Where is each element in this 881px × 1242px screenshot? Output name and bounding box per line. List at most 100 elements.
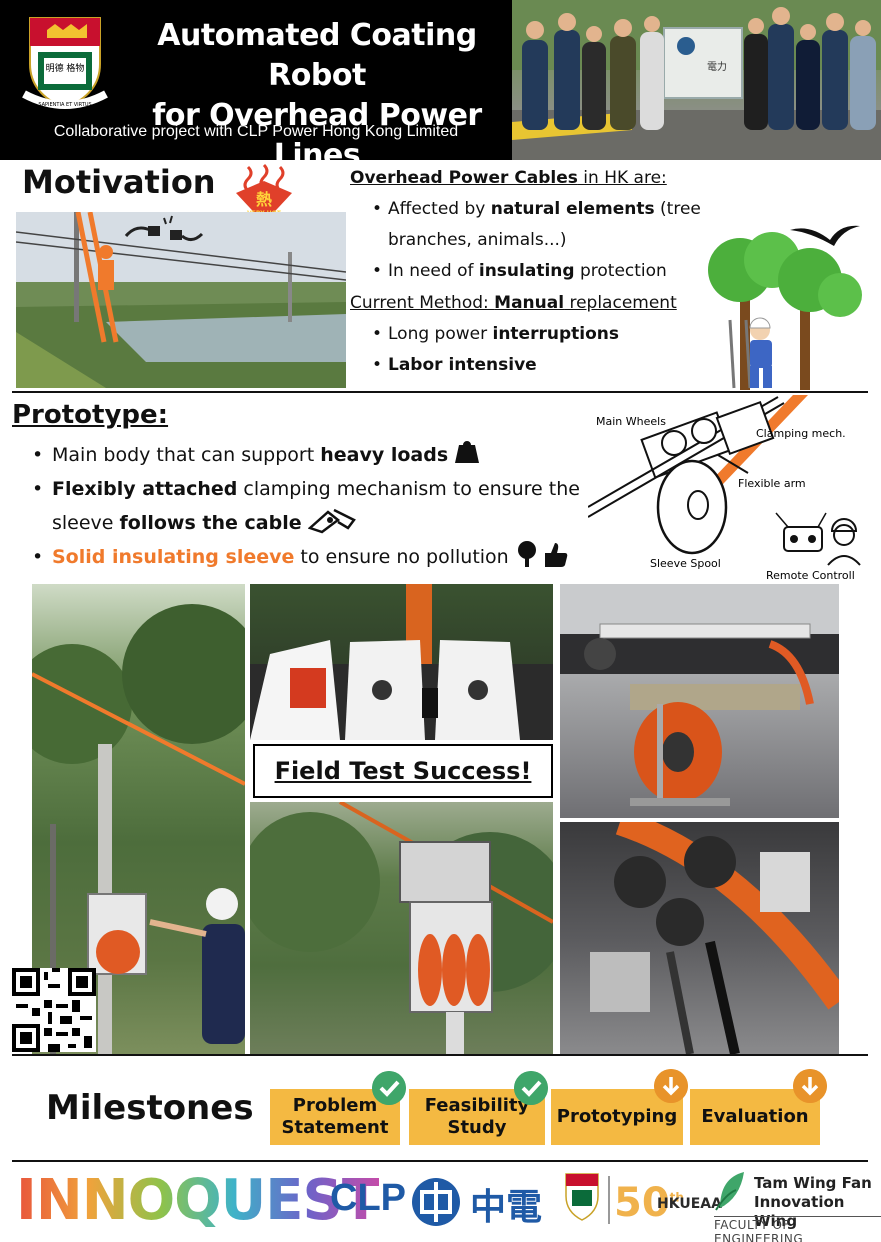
fifty-number: 50 [614,1180,670,1226]
prototype-point-1: Main body that can support heavy loads [32,438,592,472]
crest-motto: SAPIENTIA ET VIRTUS [38,102,91,108]
cable-point-1-pre: Affected by [388,199,491,219]
worker-icon [728,317,772,389]
poster-title: Automated Coating Robot for Overhead Pow… [122,16,512,176]
clp-logo-text: CLP [330,1177,406,1219]
robot-diagram: Main Wheels Clamping mech. Flexible arm … [588,395,861,582]
robot-lab-illustration [560,584,839,806]
prototype-point-1-bold: heavy loads [320,444,449,466]
label-main-wheels: Main Wheels [596,415,666,428]
faculty-of-engineering-text: FACULTY OF ENGINEERING [714,1216,881,1242]
robot-on-line-illustration [250,802,553,1054]
title-line-2: for Overhead Power Lines [152,98,482,173]
clp-chinese-text: 中電 [470,1187,543,1228]
arrow-down-icon [793,1069,827,1103]
cables-heading: Overhead Power Cables in HK are: [350,166,750,190]
prototype-point-1-pre: Main body that can support [52,444,321,466]
label-flexible-arm: Flexible arm [738,477,806,490]
twf-line-1: Tam Wing Fan [754,1174,872,1192]
method-point-1: Long power interruptions [372,319,750,350]
unplugged-cable-icon [124,215,204,241]
prototype-point-2-bold: Flexibly attached [52,478,238,500]
cable-point-2-pre: In need of [388,261,479,281]
cable-point-2-post: protection [574,261,667,281]
method-points: Long power interruptions Labor intensive [372,319,750,381]
cable-point-1-post: (tree branches, animals...) [388,199,701,250]
clamping-mechanism-photo [560,822,839,1054]
milestone-2-line2: Study [447,1117,507,1138]
cable-points: Affected by natural elements (tree branc… [372,194,750,287]
milestones-heading: Milestones [46,1088,254,1128]
team-photo: 電力 [512,0,881,160]
cables-heading-bold: Overhead Power Cables [350,168,578,188]
prototype-point-3: Solid insulating sleeve to ensure no pol… [32,540,592,574]
title-line-1: Automated Coating Robot [157,18,477,93]
field-test-label: Field Test Success! [253,744,553,798]
cable-point-1-bold: natural elements [490,199,655,219]
innoquest-logo: INNOQUEST [16,1168,380,1233]
lineman-ladder-icon [75,212,119,343]
motivation-text: Overhead Power Cables in HK are: Affecte… [350,166,750,381]
arrow-down-icon [654,1069,688,1103]
prototype-heading: Prototype: [12,400,169,430]
clamp-icon [307,508,356,534]
hot-label-cn: 熱 [256,190,272,209]
power-line-field-photo [16,212,346,388]
prototype-point-3-post: to ensure no pollution [294,546,509,568]
label-clamping: Clamping mech. [756,427,846,440]
clp-emblem-icon [412,1178,460,1226]
field-worker-illustration [32,604,245,1054]
milestone-1-line1: Problem [292,1095,378,1116]
hku-crest-icon: 明德 格物 SAPIENTIA ET VIRTUS [22,17,108,110]
method-point-1-pre: Long power [388,324,493,344]
current-method-heading: Current Method: Manual replacement [350,291,750,315]
current-method-bold: Manual [494,293,565,313]
milestone-1-line2: Statement [281,1117,389,1138]
cable-point-2: In need of insulating protection [372,256,750,287]
check-icon [514,1071,548,1105]
prototype-point-2: Flexibly attached clamping mechanism to … [32,472,592,540]
sign-text: 電力 [707,60,727,73]
cable-point-1: Affected by natural elements (tree branc… [372,194,732,256]
bird-icon [790,225,860,246]
fifty-anniversary-logo: 50th [614,1180,684,1226]
method-point-2: Labor intensive [372,350,750,381]
operator-icon [827,518,861,566]
current-method-pre: Current Method: [350,293,495,313]
current-method-post: replacement [564,293,677,313]
hku-small-crest-icon [565,1173,599,1221]
label-remote: Remote Controll [766,569,855,582]
milestone-3-line1: Prototyping [556,1106,678,1127]
check-icon [372,1071,406,1105]
prototype-point-3-orange: Solid insulating sleeve [52,546,295,568]
remote-control-icon [775,512,827,552]
motivation-heading: Motivation [22,163,216,201]
cables-heading-rest: in HK are: [577,168,667,188]
section-divider-1 [12,391,868,393]
clamp-closeup-illustration [250,584,553,740]
weight-icon [455,441,480,463]
field-photo-illustration [16,212,346,388]
tam-wing-fan-leaf-icon [715,1172,744,1211]
section-divider-2 [12,1054,868,1056]
robot-on-line-photo [250,802,553,1054]
clamping-mechanism-illustration [590,822,839,1054]
hkueaa-text: HKUEAA [657,1196,722,1212]
qr-code-icon[interactable] [12,968,96,1052]
milestone-4-line1: Evaluation [701,1106,809,1127]
crest-chars: 明德 格物 [46,62,85,74]
milestone-prototyping: Prototyping [551,1089,683,1145]
label-sleeve-spool: Sleeve Spool [650,557,721,570]
prototype-point-2-post: clamping mechanism to ensure the sleeve [52,478,580,534]
section-divider-3 [12,1160,868,1162]
method-point-1-bold: interruptions [492,324,619,344]
milestone-2-line1: Feasibility [424,1095,530,1116]
method-point-2-bold: Labor intensive [388,355,537,375]
robot-lab-photo [560,584,839,818]
header-banner: 明德 格物 SAPIENTIA ET VIRTUS Automated Coat… [0,0,512,173]
poster-subtitle: Collaborative project with CLP Power Hon… [53,123,459,140]
prototype-points: Main body that can support heavy loads F… [32,438,592,574]
footer-separator [608,1176,610,1224]
team-photo-illustration: 電力 [512,0,881,160]
